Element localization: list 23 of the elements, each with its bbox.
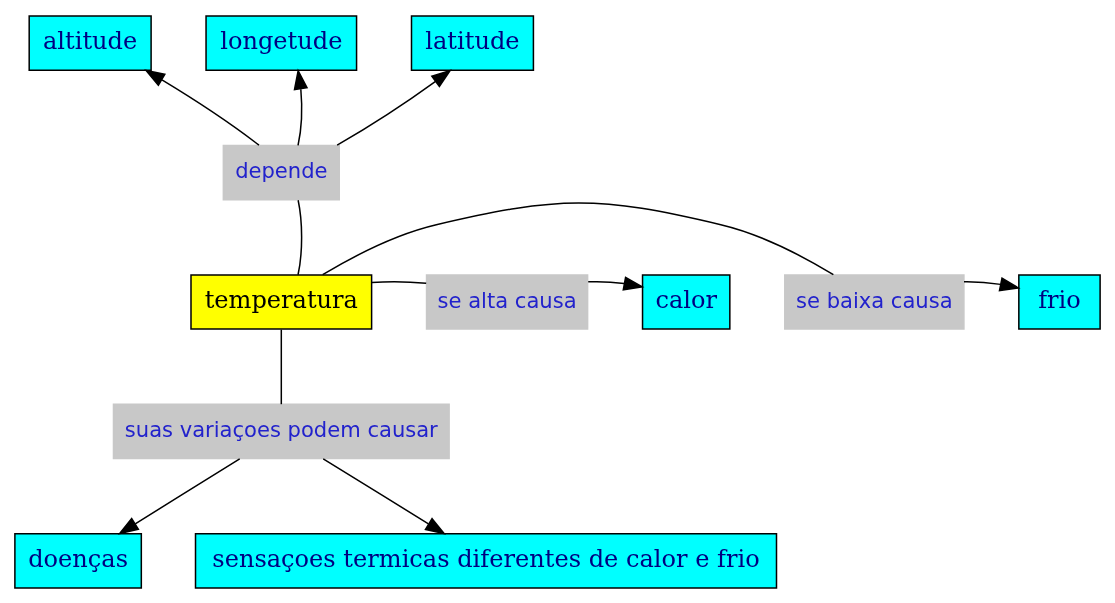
arrow — [587, 275, 645, 291]
node-box: longetude — [205, 14, 358, 71]
arrow — [322, 457, 447, 535]
node-box: temperatura — [190, 273, 373, 330]
node-box: se baixa causa — [784, 273, 965, 330]
node-box: calor — [641, 273, 731, 330]
node-box: doenças — [14, 532, 143, 589]
connector — [321, 201, 835, 275]
arrow — [336, 68, 452, 146]
node-box: latitude — [410, 14, 535, 71]
arrow — [293, 68, 309, 146]
arrow — [144, 68, 260, 146]
node-box: se alta causa — [425, 273, 589, 330]
node-box: depende — [222, 144, 340, 200]
arrow — [963, 276, 1021, 291]
arrow — [117, 457, 241, 535]
node-box: frio — [1018, 273, 1101, 330]
node-box: altitude — [28, 14, 152, 71]
connector — [297, 199, 303, 275]
node-box: sensaçoes termicas diferentes de calor e frio — [194, 532, 778, 589]
node-box: suas variaçoes podem causar — [112, 403, 450, 459]
connector — [280, 328, 283, 405]
connector — [370, 280, 427, 284]
